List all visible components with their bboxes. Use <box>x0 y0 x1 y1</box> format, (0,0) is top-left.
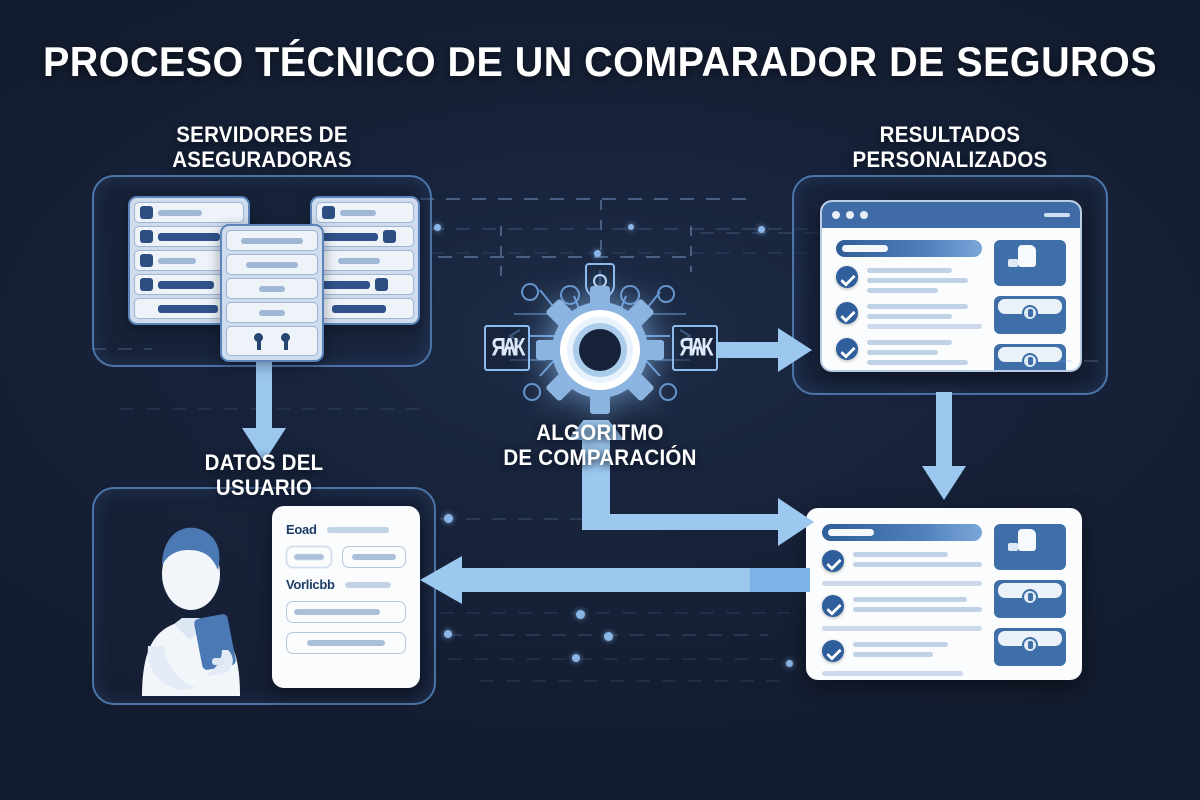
arrow-user-to-algorithm <box>568 420 814 546</box>
rack-row <box>226 302 318 323</box>
check-badge-icon <box>836 338 858 360</box>
server-icon <box>140 206 153 219</box>
offer-row[interactable] <box>822 595 982 617</box>
wallet-icon <box>994 344 1066 370</box>
server-icon <box>375 278 388 291</box>
page-title: PROCESO TÉCNICO DE UN COMPARADOR DE SEGU… <box>42 38 1158 85</box>
panel-usuario-label: DATOS DEL USUARIO <box>204 450 324 501</box>
user-data-form[interactable]: Eoad Vorlicbb <box>272 506 420 688</box>
server-icon <box>140 254 153 267</box>
rack-row <box>134 202 244 223</box>
form-field[interactable] <box>286 546 332 568</box>
rack-row <box>226 278 318 299</box>
server-icon <box>140 230 153 243</box>
server-icon <box>383 230 396 243</box>
rack-row-locks <box>226 326 318 356</box>
gear-icon <box>536 286 664 414</box>
rack-row <box>134 274 244 295</box>
search-input[interactable] <box>836 240 982 257</box>
check-badge-icon <box>836 266 858 288</box>
thumbs-up-icon <box>994 240 1066 286</box>
offer-row[interactable] <box>822 550 982 572</box>
check-badge-icon <box>836 302 858 324</box>
lock-icon <box>280 332 291 350</box>
thumbs-up-icon <box>994 524 1066 570</box>
check-badge-icon <box>822 640 844 662</box>
check-badge-icon <box>822 550 844 572</box>
check-badge-icon <box>822 595 844 617</box>
arrow-servers-to-user <box>242 362 286 462</box>
arrow-offers-to-user <box>420 556 810 604</box>
arrow-results-to-offers <box>922 392 966 500</box>
server-icon <box>140 278 153 291</box>
window-dot-icon[interactable] <box>846 211 854 219</box>
window-dot-icon[interactable] <box>860 211 868 219</box>
results-body <box>822 228 1080 370</box>
rack-row <box>134 226 244 247</box>
server-rack-right <box>310 196 420 325</box>
form-field[interactable] <box>286 601 406 623</box>
rack-row <box>226 230 318 251</box>
form-label-1: Eoad <box>286 522 317 537</box>
data-node-icon-right: ЯѦК <box>672 325 718 371</box>
wallet-icon <box>994 628 1066 666</box>
offer-row[interactable] <box>822 640 982 662</box>
panel-resultados-label: RESULTADOS PERSONALIZADOS <box>852 122 1048 173</box>
wallet-icon <box>994 296 1066 334</box>
browser-chrome <box>822 202 1080 228</box>
server-rack-center <box>220 224 324 362</box>
wallet-icon <box>994 580 1066 618</box>
form-label-2: Vorlicbb <box>286 577 335 592</box>
form-field[interactable] <box>342 546 406 568</box>
rack-row <box>316 226 414 247</box>
server-icon <box>322 206 335 219</box>
offers-body <box>806 508 1082 680</box>
rack-row <box>316 250 414 271</box>
person-with-phone-illustration <box>142 527 240 696</box>
panel-servidores-label: SERVIDORES DE ASEGURADORAS <box>172 122 352 173</box>
offers-result-card[interactable] <box>806 508 1082 680</box>
panel-algoritmo-label: ALGORITMO DE COMPARACIÓN <box>503 420 697 471</box>
form-field[interactable] <box>286 632 406 654</box>
offers-search-bar[interactable] <box>822 524 982 541</box>
results-browser-window[interactable] <box>820 200 1082 372</box>
node-glyph: ЯѦК <box>679 333 714 362</box>
node-glyph: ЯѦК <box>491 333 526 362</box>
rack-row <box>226 254 318 275</box>
result-row[interactable] <box>836 302 982 329</box>
data-node-icon-left: ЯѦК <box>484 325 530 371</box>
rack-row <box>316 274 414 295</box>
result-row[interactable] <box>836 338 982 365</box>
lock-icon <box>253 332 264 350</box>
server-rack-left <box>128 196 250 325</box>
rack-row <box>316 202 414 223</box>
arrow-algorithm-to-results <box>716 328 812 372</box>
window-dot-icon[interactable] <box>832 211 840 219</box>
results-side-icons <box>994 240 1066 370</box>
offers-side-icons <box>994 524 1066 676</box>
result-row[interactable] <box>836 266 982 293</box>
rack-row <box>134 250 244 271</box>
minimize-icon[interactable] <box>1044 213 1070 217</box>
rack-row <box>316 298 414 319</box>
